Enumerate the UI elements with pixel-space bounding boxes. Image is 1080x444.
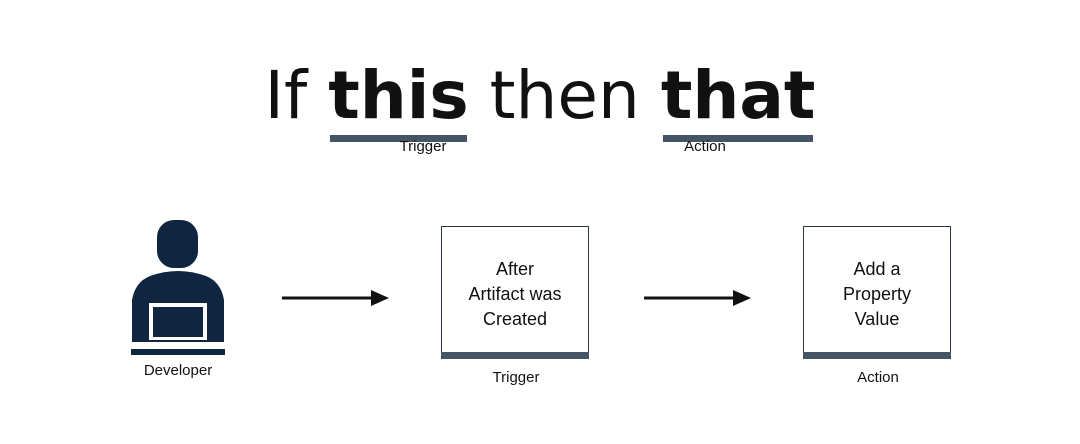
developer-icon-graphic [131,220,225,355]
trigger-box: After Artifact was Created [441,226,589,359]
headline-trigger-label: Trigger [399,138,447,155]
headline-that-text: that [660,57,816,134]
action-box-bar [803,352,951,359]
headline-if: If [264,57,308,134]
trigger-box-bar [441,352,589,359]
developer-label: Developer [143,362,213,379]
headline-then: then [489,57,640,134]
developer-icon [128,220,228,360]
headline: If this then that [0,57,1080,142]
this-underline [330,135,467,142]
trigger-box-label: Trigger [492,369,540,386]
that-underline [662,135,814,142]
headline-that: that [660,57,816,142]
trigger-box-text: After Artifact was Created [468,259,562,329]
arrow-to-trigger [282,290,389,306]
headline-this: this [328,57,469,142]
headline-action-label: Action [684,138,726,155]
headline-this-text: this [328,57,469,134]
action-box: Add a Property Value [803,226,951,359]
action-box-text: Add a Property Value [842,259,912,329]
action-box-label: Action [857,369,899,386]
arrow-to-action [644,290,751,306]
